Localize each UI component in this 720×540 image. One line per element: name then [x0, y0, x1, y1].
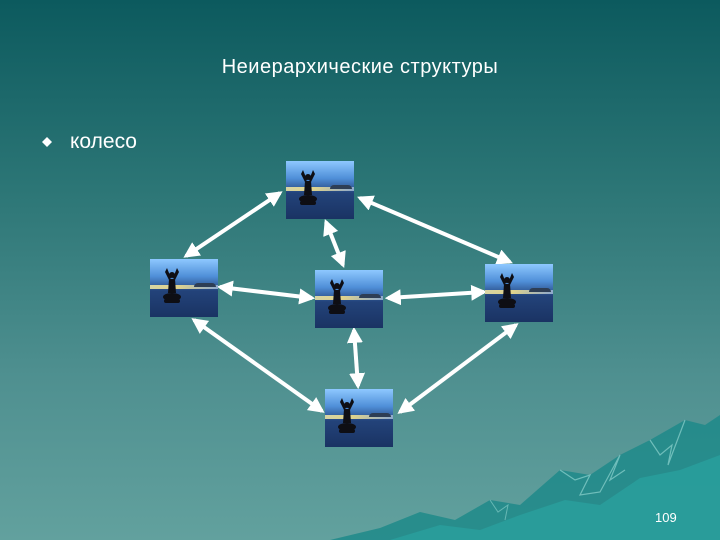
meditation-silhouette-icon — [328, 279, 346, 314]
arrow-left-center — [216, 280, 316, 305]
bullet-text: колесо — [70, 130, 137, 153]
meditation-silhouette-icon — [338, 398, 356, 433]
arrow-top-left — [183, 191, 283, 258]
node-bottom — [325, 389, 393, 447]
diamond-bullet-icon — [42, 137, 52, 147]
arrow-left-bottom — [191, 318, 325, 413]
node-right — [485, 264, 553, 322]
node-center — [315, 270, 383, 328]
arrow-center-bottom — [346, 326, 366, 390]
node-left — [150, 259, 218, 317]
arrow-top-center — [323, 219, 346, 268]
arrow-right-bottom — [397, 323, 519, 414]
node-top — [286, 161, 354, 219]
meditation-silhouette-icon — [498, 273, 516, 308]
meditation-silhouette-icon — [299, 170, 317, 205]
arrow-top-right — [357, 195, 513, 265]
arrow-right-center — [384, 284, 488, 306]
bullet-item: колесо — [42, 130, 137, 154]
meditation-silhouette-icon — [163, 268, 181, 303]
slide-title: Неиерархические структуры — [221, 56, 499, 78]
page-number: 109 — [655, 510, 677, 525]
